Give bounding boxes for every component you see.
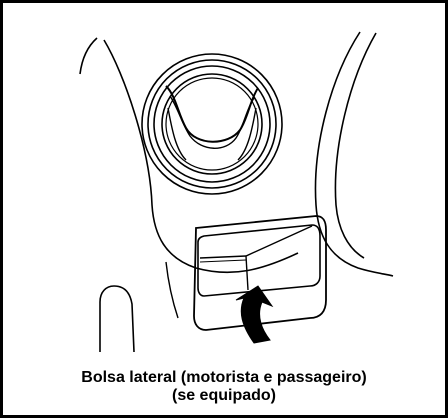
up-arrow-icon [235,285,274,344]
dashboard-edge-line [103,39,299,274]
trim-line [165,261,179,319]
panel-seam-left [79,37,98,75]
caption-line-2: (se equipado) [171,387,276,404]
door-seam-inner [314,31,394,277]
side-pocket [193,215,327,331]
air-vent [141,53,283,195]
door-seam-outer [334,32,377,259]
lower-lever-outline [99,285,135,353]
caption-line-1: Bolsa lateral (motorista e passageiro) [81,369,367,386]
